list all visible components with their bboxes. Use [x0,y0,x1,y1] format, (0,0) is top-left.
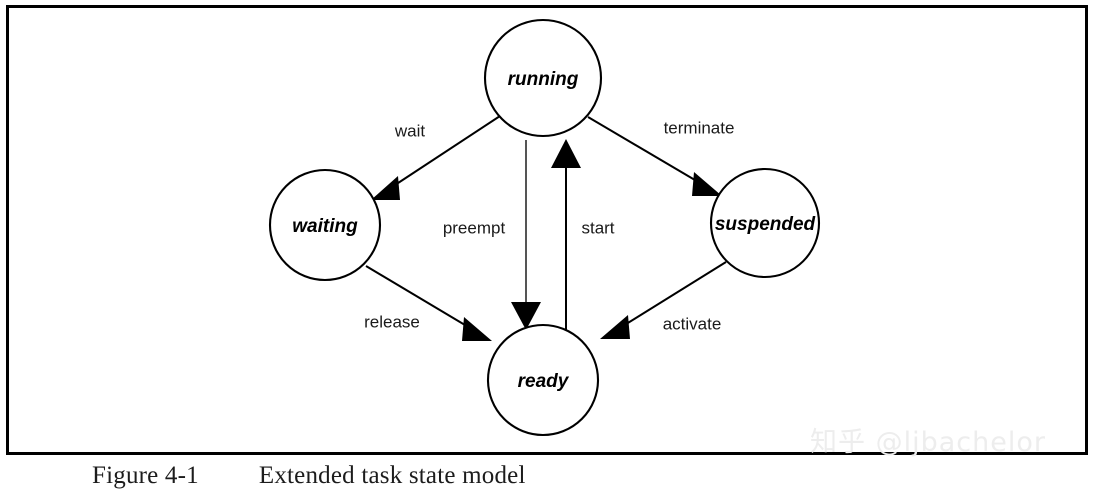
diagram-frame [6,5,1088,455]
watermark: 知乎 @ljbachelor [810,427,1046,458]
figure-caption-title: Extended task state model [258,462,526,489]
figure-caption: Figure 4-1 Extended task state model [92,462,912,492]
figure-caption-label: Figure 4-1 [92,462,199,489]
